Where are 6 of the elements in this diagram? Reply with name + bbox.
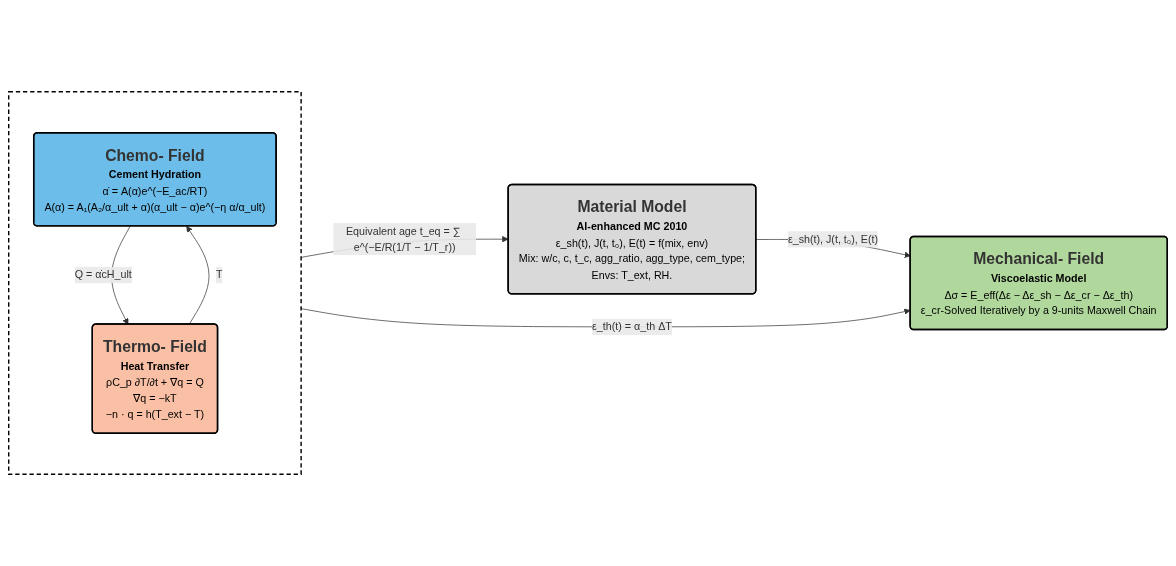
cluster — [8, 90, 302, 476]
edge-label: Equivalent age t_eq = ∑ e^(−E/R(1/T − 1/T_r)) — [345, 224, 461, 253]
edge-label: Q = α̇cH_ult — [74, 268, 132, 281]
edge-label: ε_th(t) = α_th ΔT — [592, 320, 672, 333]
edge-label: ε_sh(t), J(t, t₀), E(t) — [787, 232, 879, 245]
edge-label: T — [215, 268, 223, 281]
